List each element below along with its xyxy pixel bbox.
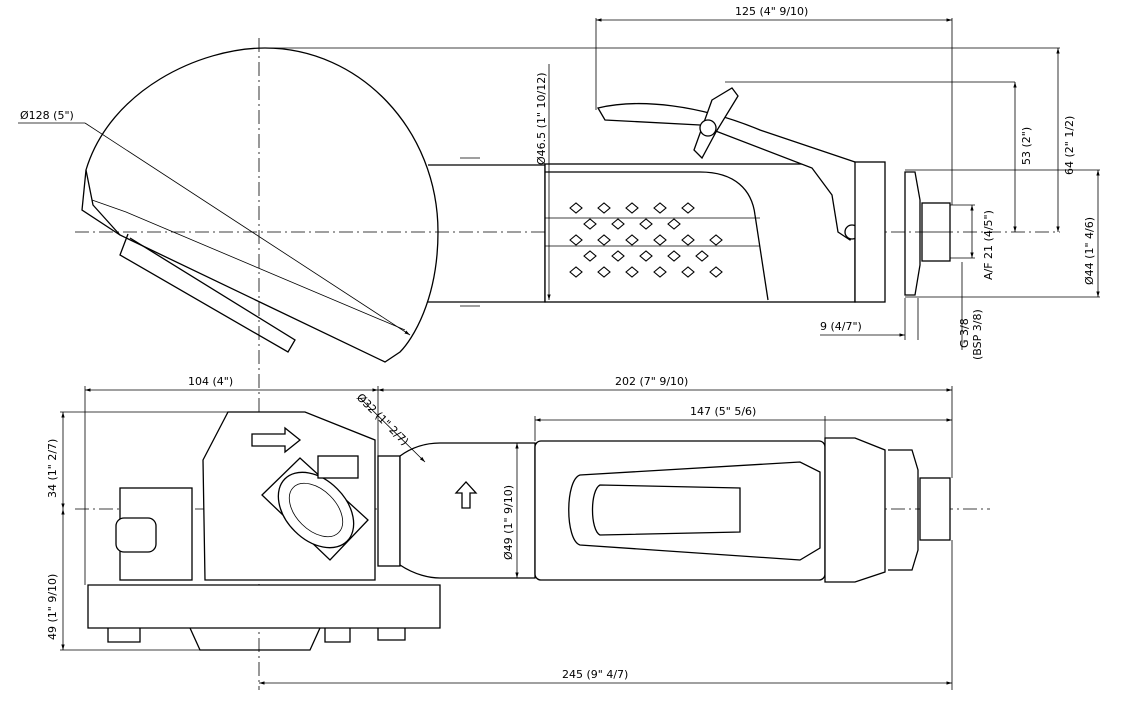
lever-safety bbox=[693, 87, 739, 160]
neck-ring bbox=[460, 157, 480, 307]
grip-hole bbox=[667, 218, 681, 230]
body-front bbox=[399, 442, 536, 579]
dim-height-49: 49 (1" 9/10) bbox=[46, 574, 59, 640]
top-view bbox=[75, 38, 1060, 690]
throttle-lever bbox=[596, 102, 863, 241]
dim-body-length: 202 (7" 9/10) bbox=[615, 375, 688, 388]
rear-cap-bottom bbox=[888, 449, 919, 571]
grip-hole bbox=[583, 218, 597, 230]
grip-hole bbox=[625, 202, 639, 214]
spindle-end-inner bbox=[288, 482, 344, 538]
lever-outline bbox=[568, 461, 821, 561]
spindle-tab bbox=[317, 455, 359, 479]
dim-body-diameter-top: Ø46.5 (1" 10/12) bbox=[535, 73, 548, 166]
inlet-nut-bottom bbox=[919, 477, 951, 541]
grip-hole bbox=[681, 234, 695, 246]
grip-hole bbox=[569, 234, 583, 246]
guard-lip bbox=[81, 169, 121, 236]
guard-feet bbox=[107, 627, 406, 651]
grip-hole bbox=[681, 202, 695, 214]
rear-housing-bottom bbox=[824, 437, 886, 583]
dim-line-disc-diag bbox=[84, 122, 411, 336]
dim-overall-top: 125 (4" 9/10) bbox=[735, 5, 808, 18]
grip-hole bbox=[597, 202, 611, 214]
dim-overall-length: 245 (9" 4/7) bbox=[562, 668, 628, 681]
grip-hole bbox=[625, 266, 639, 278]
lever-inner bbox=[591, 484, 741, 536]
neck bbox=[428, 164, 546, 303]
spindle-end bbox=[277, 471, 355, 549]
dim-height-64: 64 (2" 1/2) bbox=[1063, 116, 1076, 175]
rear-housing bbox=[854, 161, 886, 303]
grip-hole bbox=[681, 266, 695, 278]
dim-height-53: 53 (2") bbox=[1020, 127, 1033, 165]
disc-guard bbox=[85, 47, 439, 363]
motor-body bbox=[544, 163, 856, 303]
dim-disc-diameter: Ø128 (5") bbox=[20, 109, 74, 122]
rear-cap bbox=[904, 171, 921, 296]
grip-shape bbox=[545, 171, 769, 301]
dim-line-32 bbox=[359, 397, 426, 463]
dim-inlet-diameter: Ø44 (1" 4/6) bbox=[1083, 217, 1096, 285]
grip-hole bbox=[597, 266, 611, 278]
grip-hole bbox=[667, 250, 681, 262]
grip-hole bbox=[597, 234, 611, 246]
dimension-lines: 125 (4" 9/10) Ø128 (5") Ø46.5 (1" 10/12)… bbox=[18, 5, 1100, 690]
dim-head-length: 104 (4") bbox=[188, 375, 233, 388]
grip-hole bbox=[653, 202, 667, 214]
grip-hole bbox=[569, 266, 583, 278]
grip-hole bbox=[695, 250, 709, 262]
dim-thread-g: G 3/8 bbox=[958, 318, 971, 348]
grip-hole bbox=[639, 250, 653, 262]
dim-height-34: 34 (1" 2/7) bbox=[46, 439, 59, 498]
lever-pivot bbox=[699, 119, 717, 137]
dim-grip-length: 147 (5" 5/6) bbox=[690, 405, 756, 418]
dim-across-flats: A/F 21 (4/5") bbox=[982, 210, 995, 280]
grip-hole bbox=[611, 218, 625, 230]
grip-hole bbox=[569, 202, 583, 214]
grip-hole bbox=[653, 234, 667, 246]
grip-hole bbox=[611, 250, 625, 262]
side-handle-bar bbox=[119, 233, 296, 353]
grip-hole bbox=[709, 266, 723, 278]
grip-hole bbox=[639, 218, 653, 230]
grip-hole bbox=[625, 234, 639, 246]
guard-inner bbox=[91, 199, 406, 331]
grip-hole bbox=[709, 234, 723, 246]
dim-inlet-length: 9 (4/7") bbox=[820, 320, 862, 333]
grip-hole bbox=[583, 250, 597, 262]
bottom-view bbox=[75, 411, 990, 651]
side-handle-knob bbox=[115, 517, 157, 553]
guard-base bbox=[87, 584, 441, 629]
head-arrow bbox=[251, 426, 302, 454]
grip-hole bbox=[653, 266, 667, 278]
direction-arrow bbox=[454, 481, 478, 509]
dim-body-diameter-bottom: Ø49 (1" 9/10) bbox=[502, 485, 515, 560]
grip-holes bbox=[569, 202, 723, 278]
dim-thread-bsp: (BSP 3/8) bbox=[971, 309, 984, 360]
neck-bottom bbox=[377, 455, 401, 567]
